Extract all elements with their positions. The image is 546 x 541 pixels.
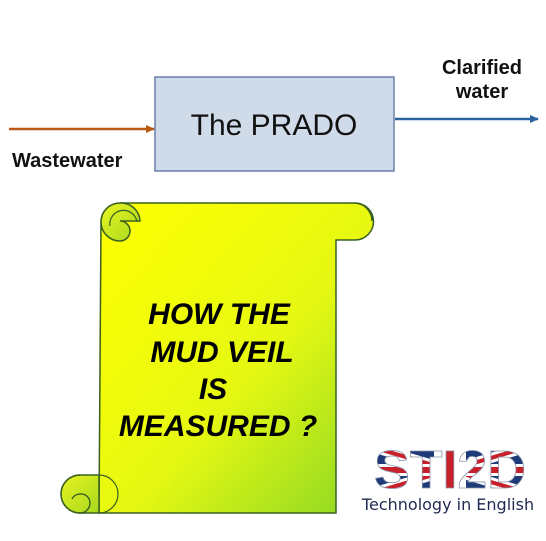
scroll-text-line1: HOW THE	[148, 298, 291, 331]
logo-title: STI2D	[374, 440, 526, 500]
scroll-text-line4: MEASURED ?	[119, 410, 317, 443]
scroll-text-line2: MUD VEIL	[150, 336, 293, 369]
sti2d-logo: STI2D Technology in English	[361, 440, 534, 514]
input-label: Wastewater	[12, 150, 123, 172]
scroll-banner: HOW THE MUD VEIL IS MEASURED ?	[60, 202, 375, 514]
process-label: The PRADO	[191, 109, 358, 142]
output-label-line1: Clarified	[442, 57, 522, 79]
process-box	[154, 76, 395, 172]
logo-caption: Technology in English	[361, 495, 534, 514]
output-label-line2: water	[455, 81, 508, 103]
scroll-text-line3: IS	[199, 373, 227, 406]
